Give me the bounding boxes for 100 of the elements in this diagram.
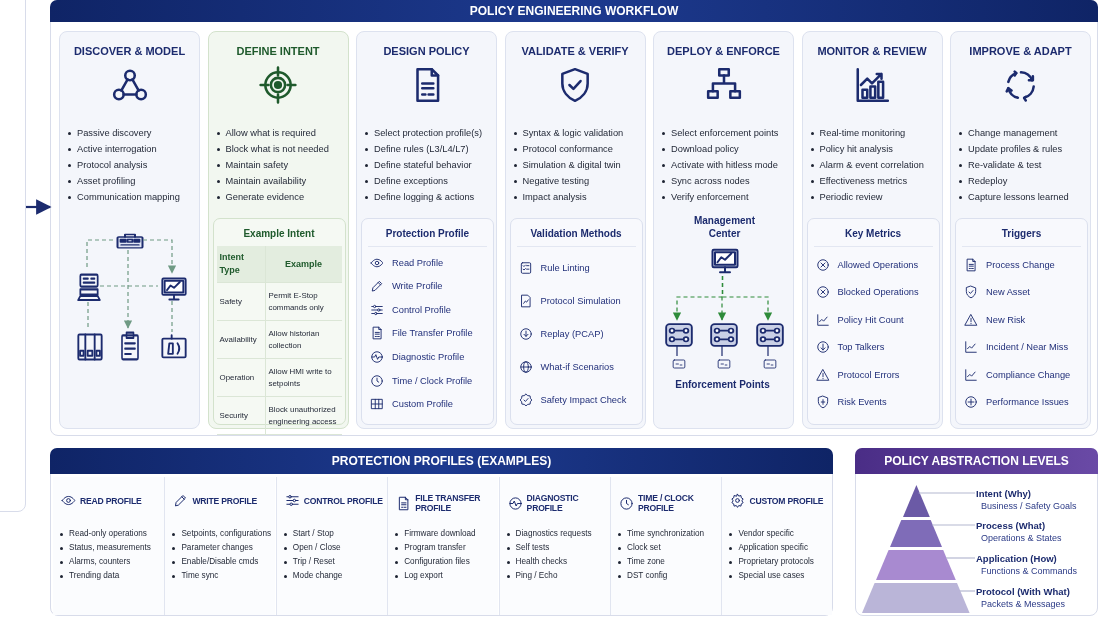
bullet-item: Passive discovery (77, 127, 152, 140)
list-item: Time / Clock Profile (392, 375, 473, 386)
device-icon (717, 358, 731, 370)
bullet-item: Communication mapping (77, 191, 180, 204)
profile-column (164, 477, 276, 615)
rack-icon (76, 332, 104, 362)
bullet-item: Maintain safety (225, 159, 289, 172)
bullet-item: Alarms, counters (69, 556, 131, 568)
connector-line (99, 285, 159, 287)
connector-line (171, 300, 173, 333)
bullet-item: Protocol conformance (522, 143, 613, 156)
info-card (361, 218, 494, 425)
step-column (950, 31, 1091, 429)
connector-arrow (26, 199, 52, 215)
info-card (509, 218, 643, 425)
table-header: Example (264, 246, 342, 284)
bullet-item: Periodic review (819, 191, 883, 204)
bullet-item: Health checks (515, 556, 568, 568)
profile-heading: READ PROFILE (80, 495, 142, 506)
bullet-item: Application specific (738, 542, 809, 554)
step-column (801, 31, 943, 429)
section-heading: Validation Methods (529, 228, 623, 239)
side-panel (0, 0, 26, 512)
list-item: Policy Hit Count (837, 314, 904, 325)
level-description: Operations & States (980, 532, 1063, 545)
bullet-item: DST config (627, 570, 668, 582)
bullet-item: Open / Close (292, 542, 341, 554)
list-item: Diagnostic Profile (392, 352, 465, 363)
bullet-item: Protocol analysis (77, 159, 148, 172)
bullet-item: Block what is not needed (225, 143, 329, 156)
bullet-item: Negative testing (522, 175, 590, 188)
section-heading: Protection Profile (384, 228, 471, 239)
profile-heading: CUSTOM PROFILE (749, 495, 824, 506)
section-heading: Triggers (1000, 228, 1043, 239)
bullet-item: Syntax & logic validation (522, 127, 624, 140)
list-item: Custom Profile (392, 399, 453, 410)
bullet-item: Capture lessons learned (968, 191, 1069, 204)
bullet-item: Time synchronization (627, 528, 705, 540)
bullet-item: Allow what is required (225, 127, 316, 140)
level-description: Packets & Messages (980, 598, 1067, 611)
bullet-item: Start / Stop (292, 528, 334, 540)
list-item: File Transfer Profile (392, 328, 473, 339)
panel-title: PROTECTION PROFILES (EXAMPLES) (331, 454, 552, 468)
leader-line (945, 557, 976, 559)
bullet-item: Active interrogation (77, 143, 157, 156)
step-column (504, 31, 646, 429)
column-heading: MONITOR & REVIEW (816, 45, 928, 57)
device-icon (672, 358, 686, 370)
profile-column (498, 477, 610, 615)
connector-line (721, 345, 723, 357)
switch-icon (756, 322, 784, 348)
list-item: Protocol Errors (837, 369, 900, 380)
level-title: Process (What) (976, 519, 1047, 532)
bullet-item: Asset profiling (77, 175, 136, 188)
connector-arrow (142, 239, 177, 274)
bullet-item: Parameter changes (181, 542, 253, 554)
list-item: Protocol Simulation (540, 295, 621, 306)
list-item: Performance Issues (986, 397, 1069, 408)
column-heading: DESIGN POLICY (382, 45, 471, 57)
workflow-panel (50, 0, 1098, 436)
bullet-item: Activate with hitless mode (671, 159, 778, 172)
bullet-item: Status, measurements (69, 542, 151, 554)
list-item: Read Profile (392, 257, 444, 268)
list-item: Incident / Near Miss (986, 342, 1069, 353)
connector-arrow (721, 275, 773, 321)
leader-line (931, 524, 976, 526)
profile-column (53, 477, 164, 615)
switch-icon (710, 322, 738, 348)
section-heading: Key Metrics (843, 228, 903, 239)
list-item: Allowed Operations (837, 259, 919, 270)
bullet-item: Select protection profile(s) (374, 127, 482, 140)
bullet-item: Configuration files (404, 556, 470, 568)
step-column (653, 31, 794, 429)
profile-heading: DIAGNOSTIC PROFILE (526, 493, 580, 513)
column-heading: IMPROVE & ADAPT (968, 45, 1073, 57)
bullet-item: Firmware download (404, 528, 476, 540)
bullet-item: Read-only operations (69, 528, 147, 540)
profile-heading: CONTROL PROFILE (303, 495, 383, 506)
list-item: Top Talkers (837, 342, 885, 353)
column-heading: VALIDATE & VERIFY (520, 45, 630, 57)
leader-line (959, 590, 976, 592)
list-item: Safety Impact Check (540, 394, 627, 405)
info-card (806, 218, 940, 425)
table-header: Intent Type (216, 246, 265, 284)
bullet-item: Time zone (627, 556, 665, 568)
profile-heading: WRITE PROFILE (192, 495, 258, 506)
bullet-item: Redeploy (968, 175, 1008, 188)
bullet-item: Define logging & actions (374, 191, 475, 204)
list-item: What-if Scenarios (540, 361, 614, 372)
connector-arrow (123, 249, 133, 329)
profiles-panel (50, 448, 833, 616)
bullet-item: Re-validate & test (968, 159, 1042, 172)
profile-column (275, 477, 387, 615)
profile-column (387, 477, 499, 615)
levels-panel (855, 448, 1098, 616)
profile-heading: TIME / CLOCK PROFILE (638, 493, 695, 513)
bullet-item: Ping / Echo (515, 570, 558, 582)
list-item: Blocked Operations (837, 287, 919, 298)
bullet-item: Policy hit analysis (819, 143, 893, 156)
list-item: Replay (PCAP) (540, 328, 604, 339)
